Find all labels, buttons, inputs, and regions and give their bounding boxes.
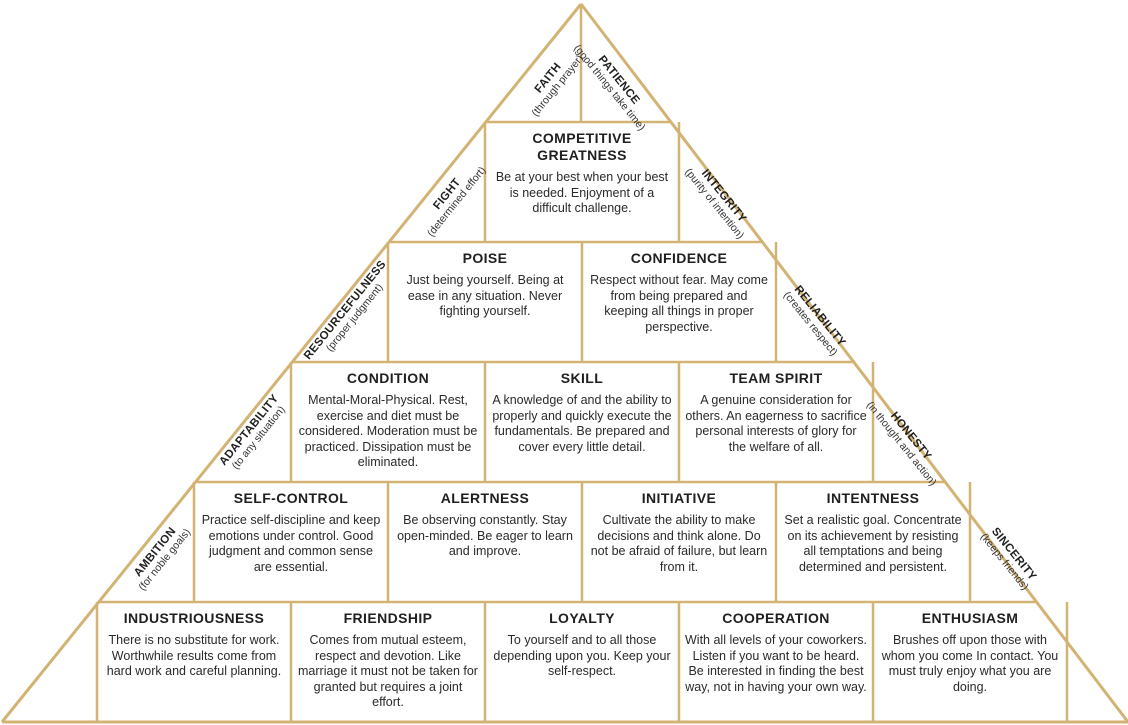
block-description: Be observing constantly. Stay open-minde… bbox=[397, 513, 573, 558]
block-self-control: SELF-CONTROL Practice self-discipline and… bbox=[194, 482, 388, 602]
block-industriousness: INDUSTRIOUSNESS There is no substitute fo… bbox=[97, 602, 291, 722]
block-team-spirit: TEAM SPIRIT A genuine consideration for o… bbox=[679, 362, 873, 482]
block-description: Brushes off upon those with whom you com… bbox=[881, 633, 1059, 694]
block-title: FRIENDSHIP bbox=[343, 610, 433, 626]
block-title: LOYALTY bbox=[549, 610, 615, 626]
block-description: Cultivate the ability to make decisions … bbox=[590, 513, 768, 574]
block-description: A knowledge of and the ability to proper… bbox=[492, 393, 672, 454]
block-loyalty: LOYALTY To yourself and to all those depe… bbox=[485, 602, 679, 722]
block-description: There is no substitute for work. Worthwh… bbox=[106, 633, 282, 678]
block-description: A genuine consideration for others. An e… bbox=[685, 393, 867, 454]
block-title: CONDITION bbox=[346, 370, 430, 386]
pyramid-right-edge bbox=[579, 3, 1128, 723]
block-alertness: ALERTNESS Be observing constantly. Stay o… bbox=[388, 482, 582, 602]
block-condition: CONDITION Mental-Moral-Physical. Rest, ex… bbox=[291, 362, 485, 482]
block-title: POISE bbox=[462, 250, 508, 266]
block-description: Just being yourself. Being at ease in an… bbox=[406, 273, 564, 318]
block-skill: SKILL A knowledge of and the ability to p… bbox=[485, 362, 679, 482]
block-title: INITIATIVE bbox=[641, 490, 717, 506]
block-description: Comes from mutual esteem, respect and de… bbox=[298, 633, 478, 709]
block-title: SELF-CONTROL bbox=[233, 490, 349, 506]
block-title: INTENTNESS bbox=[826, 490, 920, 506]
block-competitive-greatness: COMPETITIVE GREATNESS Be at your best whe… bbox=[485, 122, 679, 242]
block-cooperation: COOPERATION With all levels of your cowor… bbox=[679, 602, 873, 722]
block-description: Set a realistic goal. Concentrate on its… bbox=[784, 513, 962, 574]
block-description: Be at your best when your best is needed… bbox=[495, 170, 669, 215]
block-intentness: INTENTNESS Set a realistic goal. Concentr… bbox=[776, 482, 970, 602]
block-title: ALERTNESS bbox=[440, 490, 530, 506]
block-title: COMPETITIVE GREATNESS bbox=[532, 130, 632, 163]
block-description: To yourself and to all those depending u… bbox=[493, 633, 671, 678]
block-description: Mental-Moral-Physical. Rest, exercise an… bbox=[298, 393, 478, 469]
block-title: INDUSTRIOUSNESS bbox=[123, 610, 265, 626]
block-title: CONFIDENCE bbox=[630, 250, 728, 266]
block-poise: POISE Just being yourself. Being at ease … bbox=[388, 242, 582, 362]
block-title: COOPERATION bbox=[722, 610, 830, 626]
block-initiative: INITIATIVE Cultivate the ability to make … bbox=[582, 482, 776, 602]
block-description: With all levels of your coworkers. Liste… bbox=[685, 633, 868, 694]
block-title: SKILL bbox=[560, 370, 604, 386]
block-title: TEAM SPIRIT bbox=[729, 370, 823, 386]
block-description: Respect without fear. May come from bein… bbox=[590, 273, 768, 334]
block-friendship: FRIENDSHIP Comes from mutual esteem, resp… bbox=[291, 602, 485, 722]
block-title: ENTHUSIASM bbox=[921, 610, 1019, 626]
block-description: Practice self-discipline and keep emotio… bbox=[201, 513, 381, 574]
block-confidence: CONFIDENCE Respect without fear. May come… bbox=[582, 242, 776, 362]
block-enthusiasm: ENTHUSIASM Brushes off upon those with wh… bbox=[873, 602, 1067, 722]
